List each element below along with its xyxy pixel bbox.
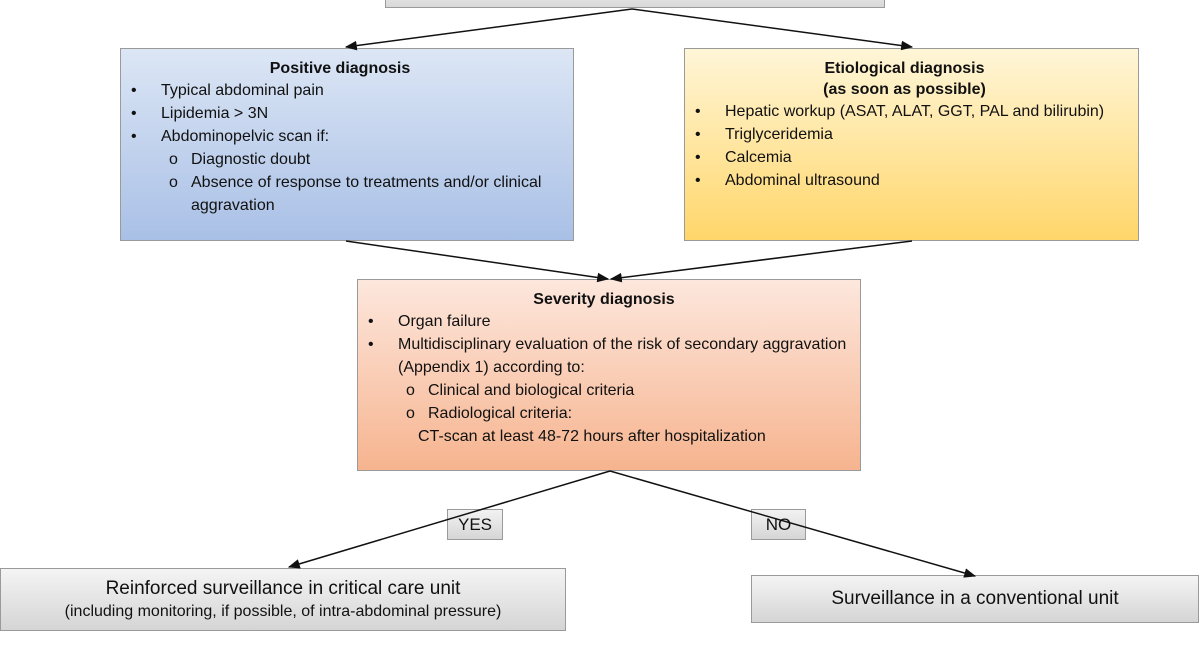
- critical-care-outcome-box: Reinforced surveillance in critical care…: [0, 568, 566, 631]
- positive-diagnosis-title: Positive diagnosis: [269, 60, 411, 77]
- etiological-diagnosis-subtitle: (as soon as possible): [823, 81, 986, 98]
- sub-list-item: Radiological criteria:: [398, 402, 850, 425]
- positive-diagnosis-list: Typical abdominal pain Lipidemia > 3N Ab…: [121, 79, 559, 217]
- severity-diagnosis-title: Severity diagnosis: [533, 291, 675, 308]
- list-item: Organ failure: [358, 310, 850, 333]
- list-item: Calcemia: [685, 146, 1124, 169]
- sub-list-item: Diagnostic doubt: [161, 148, 559, 171]
- arrow-to-etiological: [631, 8, 914, 51]
- top-box: [385, 0, 885, 8]
- sub-list-item: Clinical and biological criteria: [398, 379, 850, 402]
- list-item-label: Abdominopelvic scan if:: [161, 128, 330, 145]
- list-item: Triglyceridemia: [685, 123, 1124, 146]
- severity-diagnosis-list: Organ failure Multidisciplinary evaluati…: [358, 310, 850, 425]
- list-item: Multidisciplinary evaluation of the risk…: [358, 333, 850, 425]
- list-item-label: Multidisciplinary evaluation of the risk…: [398, 336, 847, 376]
- etiological-diagnosis-list: Hepatic workup (ASAT, ALAT, GGT, PAL and…: [685, 100, 1124, 192]
- list-item: Abdominopelvic scan if: Diagnostic doubt…: [121, 125, 559, 217]
- conventional-unit-outcome-box: Surveillance in a conventional unit: [751, 575, 1199, 623]
- list-item: Abdominal ultrasound: [685, 169, 1124, 192]
- critical-care-outcome-note: (including monitoring, if possible, of i…: [64, 603, 502, 620]
- sub-list-item: Absence of response to treatments and/or…: [161, 171, 559, 217]
- arrow-positive-to-severity: [345, 240, 610, 283]
- critical-care-outcome-title: Reinforced surveillance in critical care…: [105, 578, 461, 599]
- severity-sub-list: Clinical and biological criteria Radiolo…: [398, 379, 850, 425]
- list-item: Hepatic workup (ASAT, ALAT, GGT, PAL and…: [685, 100, 1124, 123]
- etiological-diagnosis-title: Etiological diagnosis: [824, 60, 985, 77]
- arrow-etiological-to-severity: [609, 240, 913, 283]
- positive-sub-list: Diagnostic doubt Absence of response to …: [161, 148, 559, 217]
- arrow-to-positive: [344, 8, 633, 51]
- arrow-severity-to-conventional: [609, 470, 977, 578]
- arrow-severity-to-critical: [287, 470, 611, 569]
- list-item: Lipidemia > 3N: [121, 102, 559, 125]
- list-item: Typical abdominal pain: [121, 79, 559, 102]
- yes-label: YES: [447, 509, 503, 540]
- severity-ct-note: CT-scan at least 48-72 hours after hospi…: [418, 428, 766, 445]
